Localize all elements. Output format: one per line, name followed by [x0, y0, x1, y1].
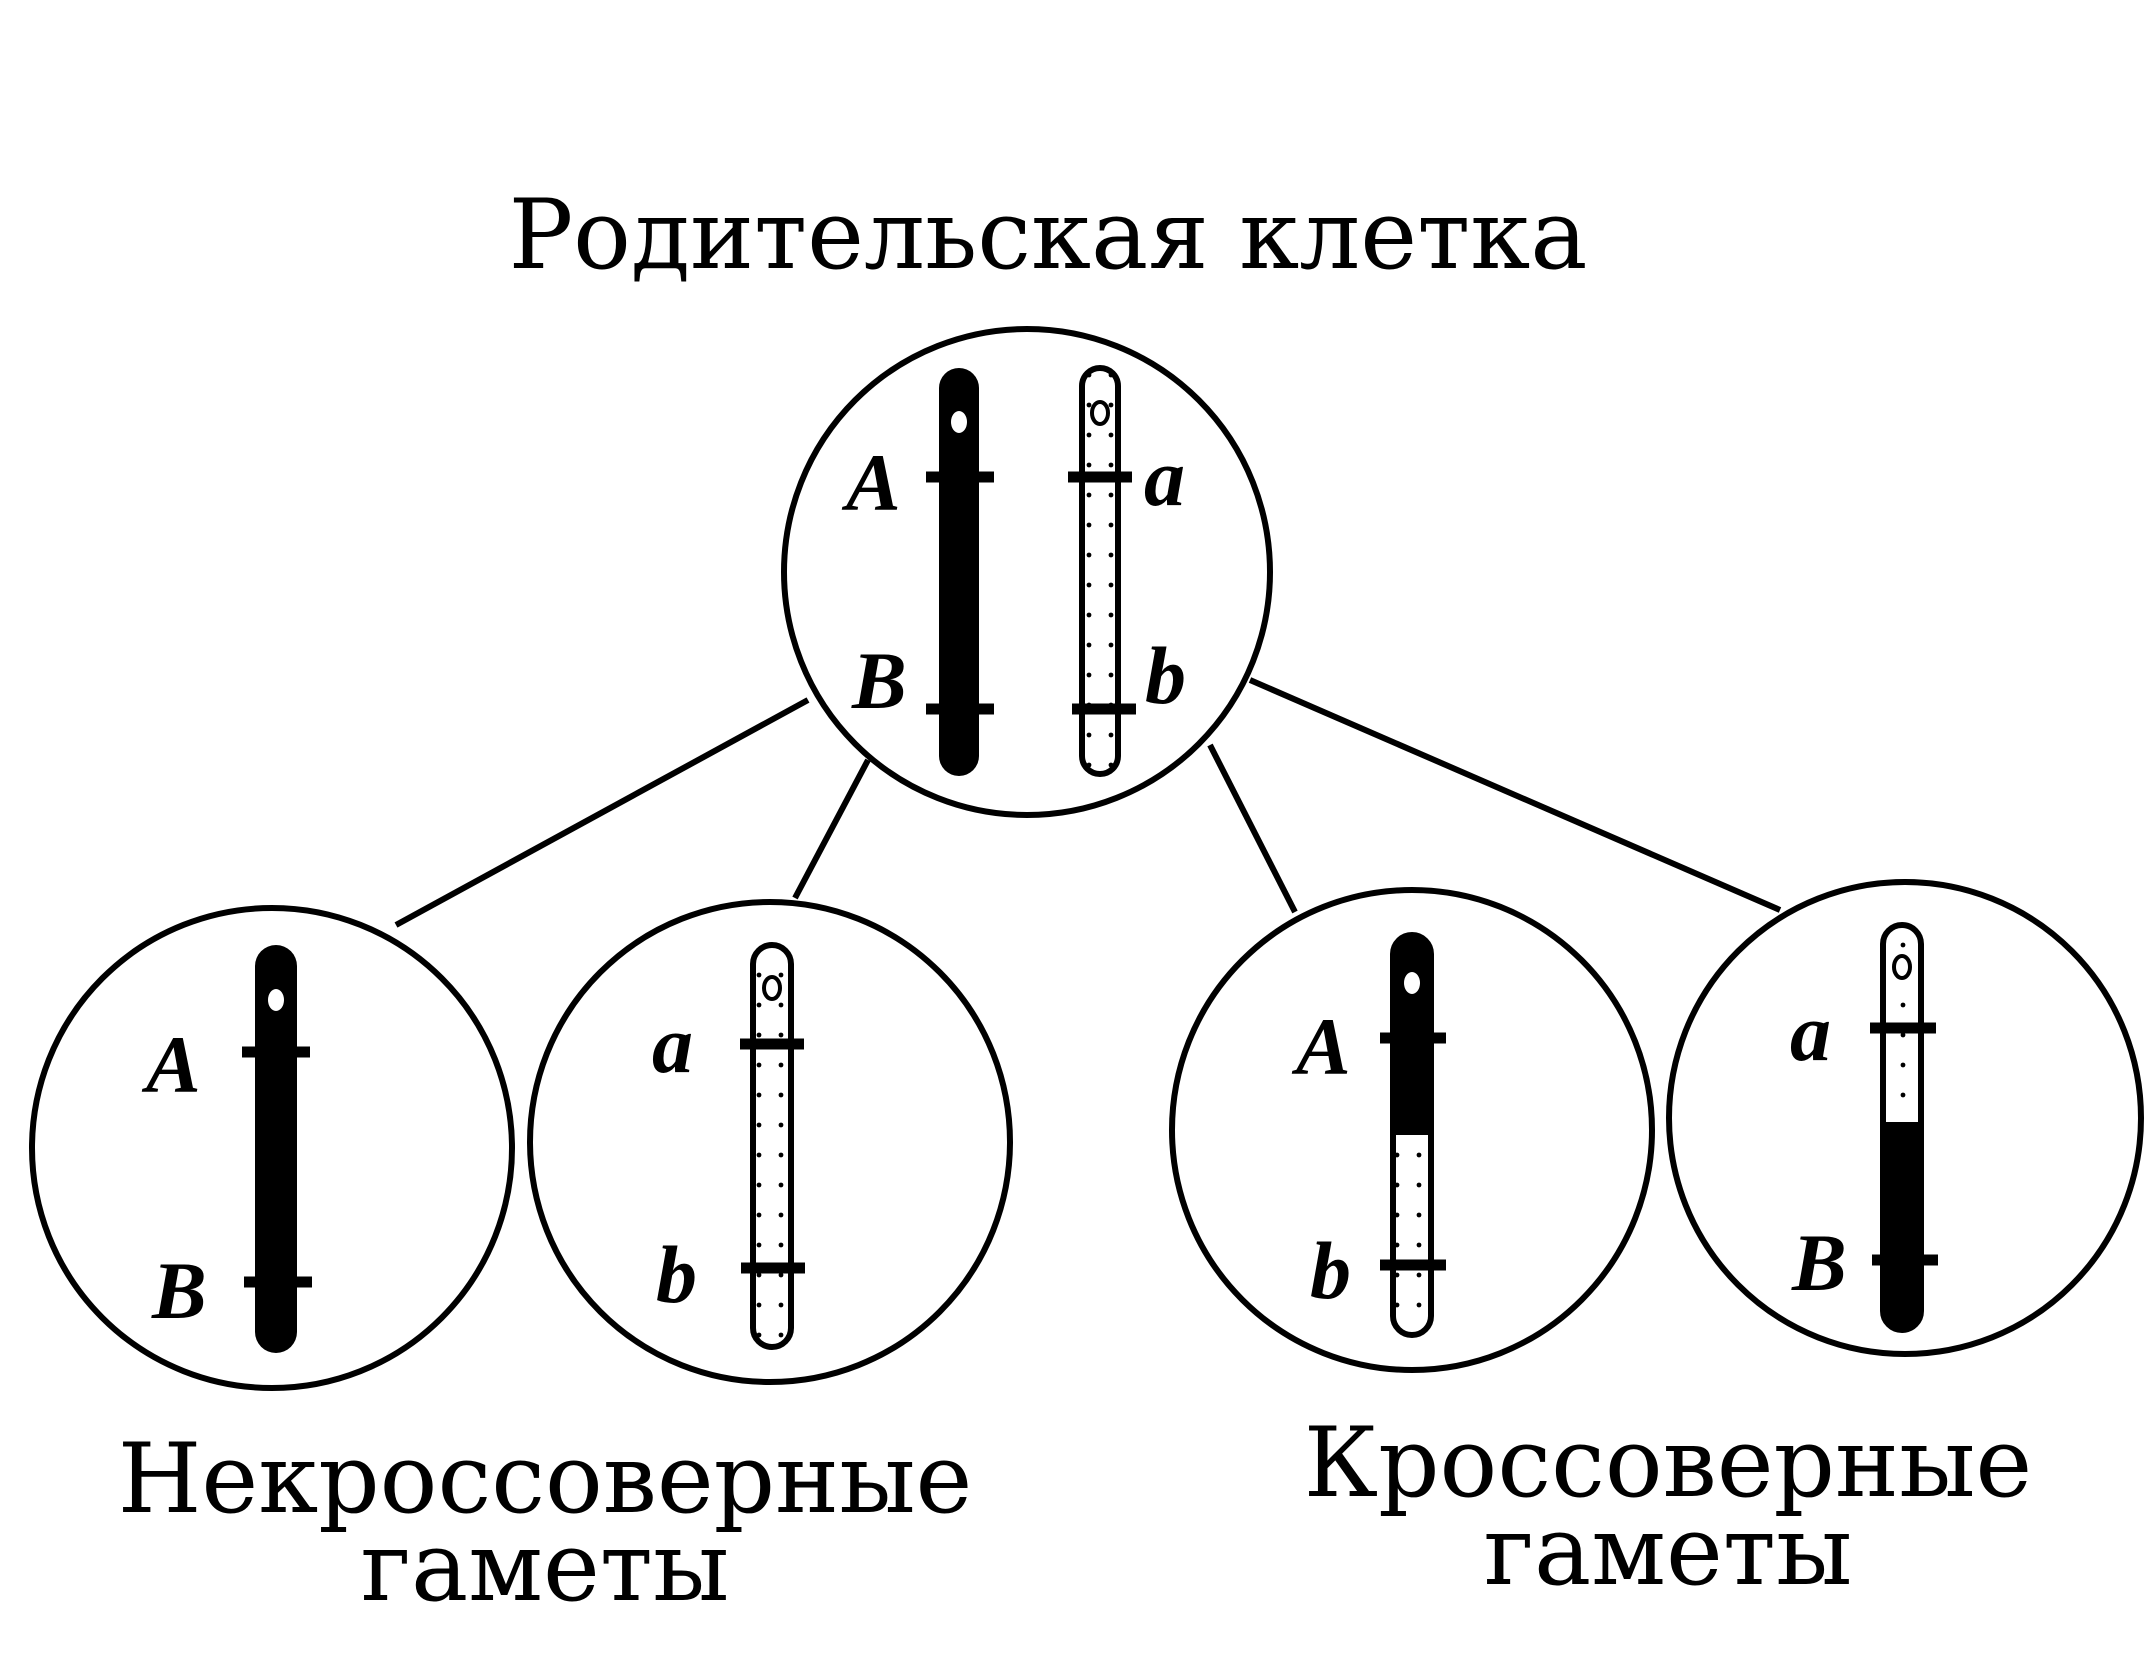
centromere — [268, 989, 284, 1011]
parent-cell-circle — [781, 326, 1273, 818]
noncrossover-gametes-label: Некроссоверные гаметы — [118, 1423, 973, 1623]
line-to-gamete-2 — [792, 758, 871, 900]
group-label-line1: Кроссоверные — [1304, 1407, 2032, 1519]
chromosome-body — [939, 368, 979, 776]
group-label-line2: гаметы — [1484, 1495, 1853, 1607]
parent-cell-title: Родительская клетка — [509, 179, 1588, 291]
chromosome-body — [1082, 368, 1118, 774]
allele-label: A — [841, 437, 901, 528]
allele-label: a — [1144, 432, 1185, 523]
chromosome-body — [753, 945, 791, 1347]
allele-label: B — [151, 1245, 207, 1336]
group-label-line1: Некроссоверные — [118, 1423, 973, 1535]
lineage-lines — [394, 677, 1782, 928]
centromere — [1892, 954, 1912, 980]
gamete-4: a B — [1666, 879, 2144, 1357]
parent-chromosome-dark — [926, 368, 994, 776]
gamete-2: a b — [527, 899, 1013, 1385]
crossover-gametes-label: Кроссоверные гаметы — [1304, 1407, 2032, 1607]
chromosome-outline — [750, 942, 794, 1350]
centromere — [762, 975, 782, 1001]
allele-label: b — [1145, 630, 1186, 721]
centromere — [1404, 972, 1420, 994]
line-to-gamete-3 — [1207, 743, 1298, 914]
allele-label: b — [1310, 1225, 1351, 1316]
gamete-1: A B — [29, 905, 515, 1391]
allele-label: A — [141, 1019, 201, 1110]
centromere — [951, 411, 967, 433]
allele-label: a — [1790, 987, 1831, 1078]
chromosome-outline — [1390, 932, 1434, 1338]
gamete-3: A b — [1169, 887, 1655, 1373]
allele-label: b — [656, 1229, 697, 1320]
allele-label: B — [1791, 1217, 1847, 1308]
centromere — [1090, 400, 1110, 426]
group-label-line2: гаметы — [361, 1511, 730, 1623]
line-to-gamete-4 — [1248, 677, 1782, 913]
parent-cell: A B a b — [781, 326, 1273, 818]
allele-label: A — [1291, 1001, 1351, 1092]
chromosome-outline — [1079, 365, 1121, 777]
line-to-gamete-1 — [394, 697, 810, 928]
chromosome-outline — [1880, 922, 1924, 1333]
chromosome-dark-segment — [1883, 1122, 1921, 1330]
parent-chromosome-dotted — [1068, 365, 1136, 777]
allele-label: a — [652, 999, 693, 1090]
allele-label: B — [851, 635, 907, 726]
